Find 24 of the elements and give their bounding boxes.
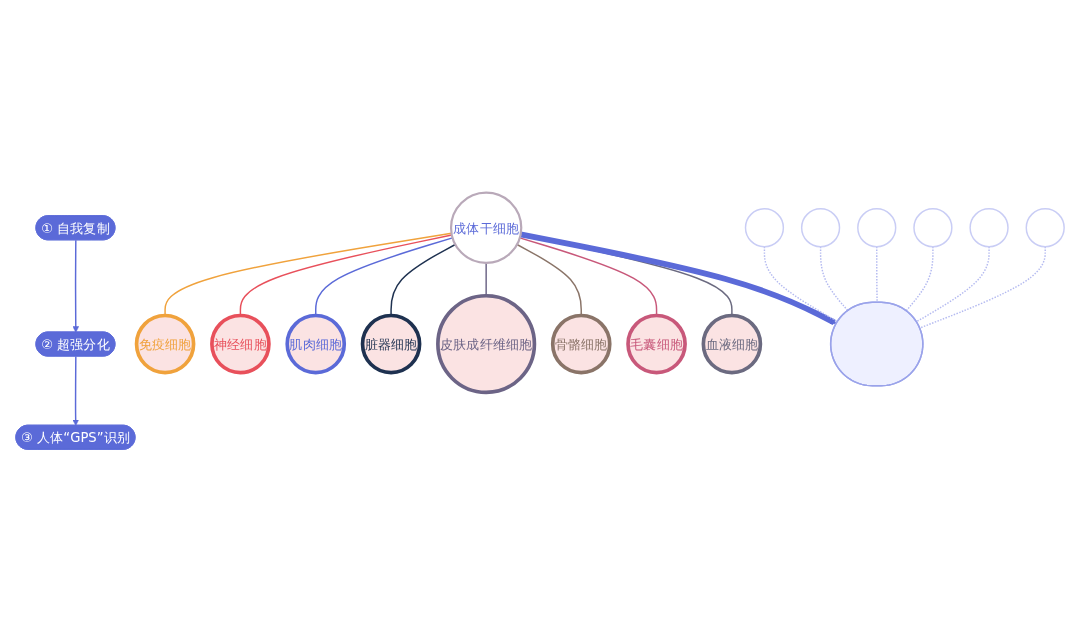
- node-circle: 血液细胞: [701, 313, 763, 375]
- node-circle: 皮肤成纤维细胞: [436, 293, 537, 395]
- connector: [919, 245, 1046, 329]
- node-circle: [913, 208, 953, 248]
- node-circle: [800, 208, 841, 248]
- connector: [905, 245, 934, 312]
- node-circle: [744, 208, 785, 248]
- connector: [819, 245, 849, 312]
- node-circle: [969, 208, 1009, 248]
- node-circle: 肌肉细胞: [285, 313, 347, 375]
- arrow: [72, 239, 79, 333]
- node-circle: 成体干细胞: [449, 191, 523, 264]
- node-circle: 神经细胞: [210, 313, 271, 375]
- arrow: [520, 231, 837, 325]
- node-circle: 毛囊细胞: [626, 313, 687, 375]
- node-circle: 免疫细胞: [134, 313, 196, 375]
- connector: [915, 245, 990, 323]
- node-circle: 脏器细胞: [360, 313, 422, 375]
- connector: [763, 245, 839, 323]
- connector: [876, 245, 878, 304]
- node-circle: 骨骼细胞: [550, 313, 612, 375]
- arrow: [72, 355, 79, 426]
- node-circle: [1025, 208, 1065, 248]
- node-circle: [857, 208, 897, 248]
